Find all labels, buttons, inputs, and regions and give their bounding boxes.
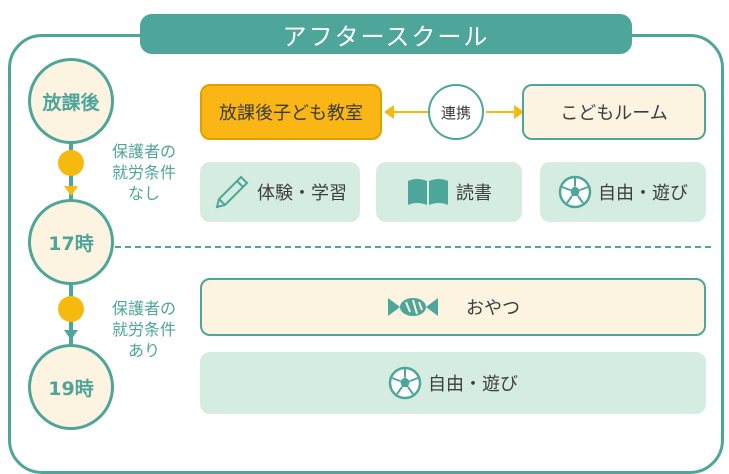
timeline-dot-1 (58, 150, 84, 176)
connector-left (388, 111, 430, 113)
diagram-title: アフタースクール (282, 22, 490, 51)
time-circle-17: 17時 (28, 199, 114, 285)
activity-play-after: 自由・遊び (200, 352, 706, 414)
pencil-icon (215, 175, 249, 209)
activity-play: 自由・遊び (540, 162, 706, 222)
arrow-down-icon (64, 330, 78, 340)
link-label: 連携 (440, 103, 471, 122)
time-label-after-school: 放課後 (42, 91, 100, 114)
time-label-19: 19時 (48, 377, 94, 400)
activity-study-label: 体験・学習 (257, 183, 347, 204)
activity-reading: 読書 (376, 162, 522, 222)
activity-play-label: 自由・遊び (598, 183, 688, 204)
time-label-17: 17時 (48, 232, 94, 255)
activity-snack-label: おやつ (466, 298, 520, 319)
program-classroom-label: 放課後子ども教室 (219, 103, 363, 124)
activity-study: 体験・学習 (200, 162, 360, 222)
program-room-label: こどもルーム (560, 103, 668, 124)
after-school-diagram: アフタースクール 放課後 17時 19時 保護者の 就労条件 なし 保護者の 就… (8, 14, 724, 474)
link-circle: 連携 (428, 84, 484, 140)
program-room: こどもルーム (522, 84, 706, 140)
activity-snack: おやつ (200, 278, 706, 336)
candy-icon (388, 298, 438, 316)
arrow-down-icon (64, 186, 78, 196)
book-icon (408, 179, 448, 205)
condition-work: 保護者の 就労条件 あり (111, 299, 176, 360)
program-classroom: 放課後子ども教室 (200, 84, 382, 140)
time-circle-19: 19時 (28, 344, 114, 430)
title-banner: アフタースクール (140, 14, 632, 54)
soccer-ball-icon (388, 366, 422, 400)
timeline-dot-2 (58, 296, 84, 322)
arrow-right-icon (514, 105, 524, 119)
connector-right (486, 111, 520, 113)
soccer-ball-icon (558, 175, 592, 209)
activity-play-after-label: 自由・遊び (428, 374, 518, 395)
time-circle-after-school: 放課後 (28, 58, 114, 144)
activity-reading-label: 読書 (456, 183, 492, 204)
divider-17h (115, 246, 711, 248)
condition-no-work: 保護者の 就労条件 なし (111, 142, 176, 203)
arrow-left-icon (384, 105, 394, 119)
